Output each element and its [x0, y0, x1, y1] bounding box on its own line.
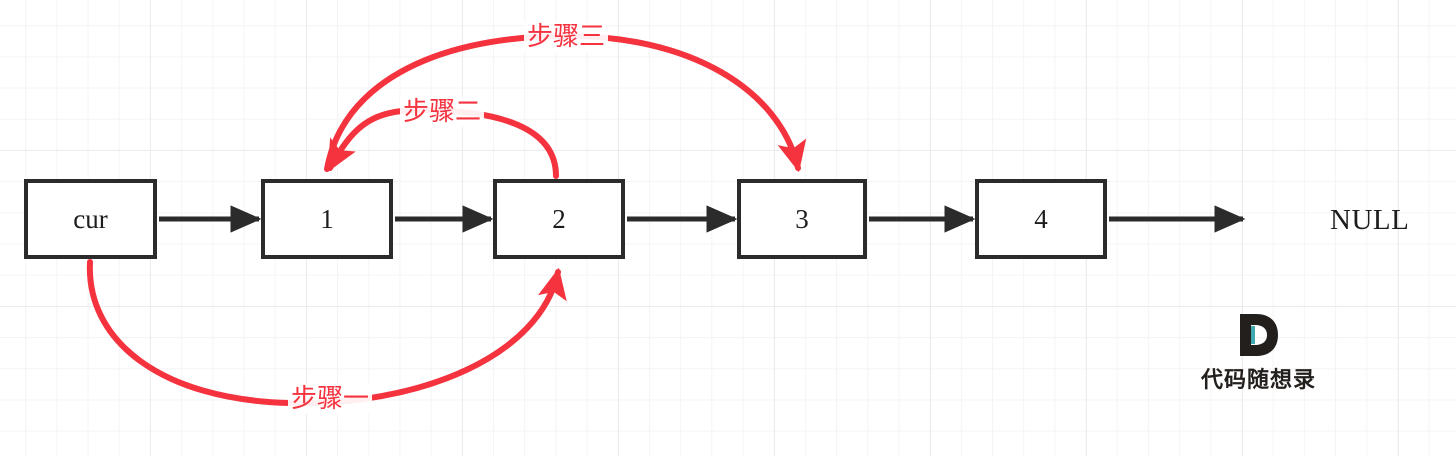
node-box-4[interactable]: 4 [975, 179, 1107, 259]
step-label-1: 步骤一 [288, 384, 373, 414]
node-box-1[interactable]: 1 [261, 179, 393, 259]
null-terminal-label: NULL [1330, 204, 1409, 237]
null-text: NULL [1330, 204, 1410, 236]
node-box-cur[interactable]: cur [24, 179, 157, 259]
step-label-2: 步骤二 [400, 97, 485, 127]
step-label-3: 步骤三 [524, 22, 609, 52]
red-curve-step-1 [86, 259, 567, 407]
node-label: 3 [795, 203, 809, 234]
watermark: 代码随想录 [1201, 312, 1316, 394]
node-label: cur [73, 203, 108, 234]
step-label-3-text: 步骤三 [527, 22, 606, 51]
node-label: 2 [552, 203, 566, 234]
node-box-3[interactable]: 3 [737, 179, 867, 259]
node-box-2[interactable]: 2 [493, 179, 625, 259]
node-label: 4 [1034, 203, 1048, 234]
watermark-text: 代码随想录 [1201, 368, 1317, 393]
node-label: 1 [320, 203, 334, 234]
step-label-1-text: 步骤一 [291, 384, 370, 413]
red-curve-step-3 [324, 32, 807, 173]
watermark-logo-d-icon [1236, 312, 1282, 358]
step-label-2-text: 步骤二 [403, 97, 482, 126]
